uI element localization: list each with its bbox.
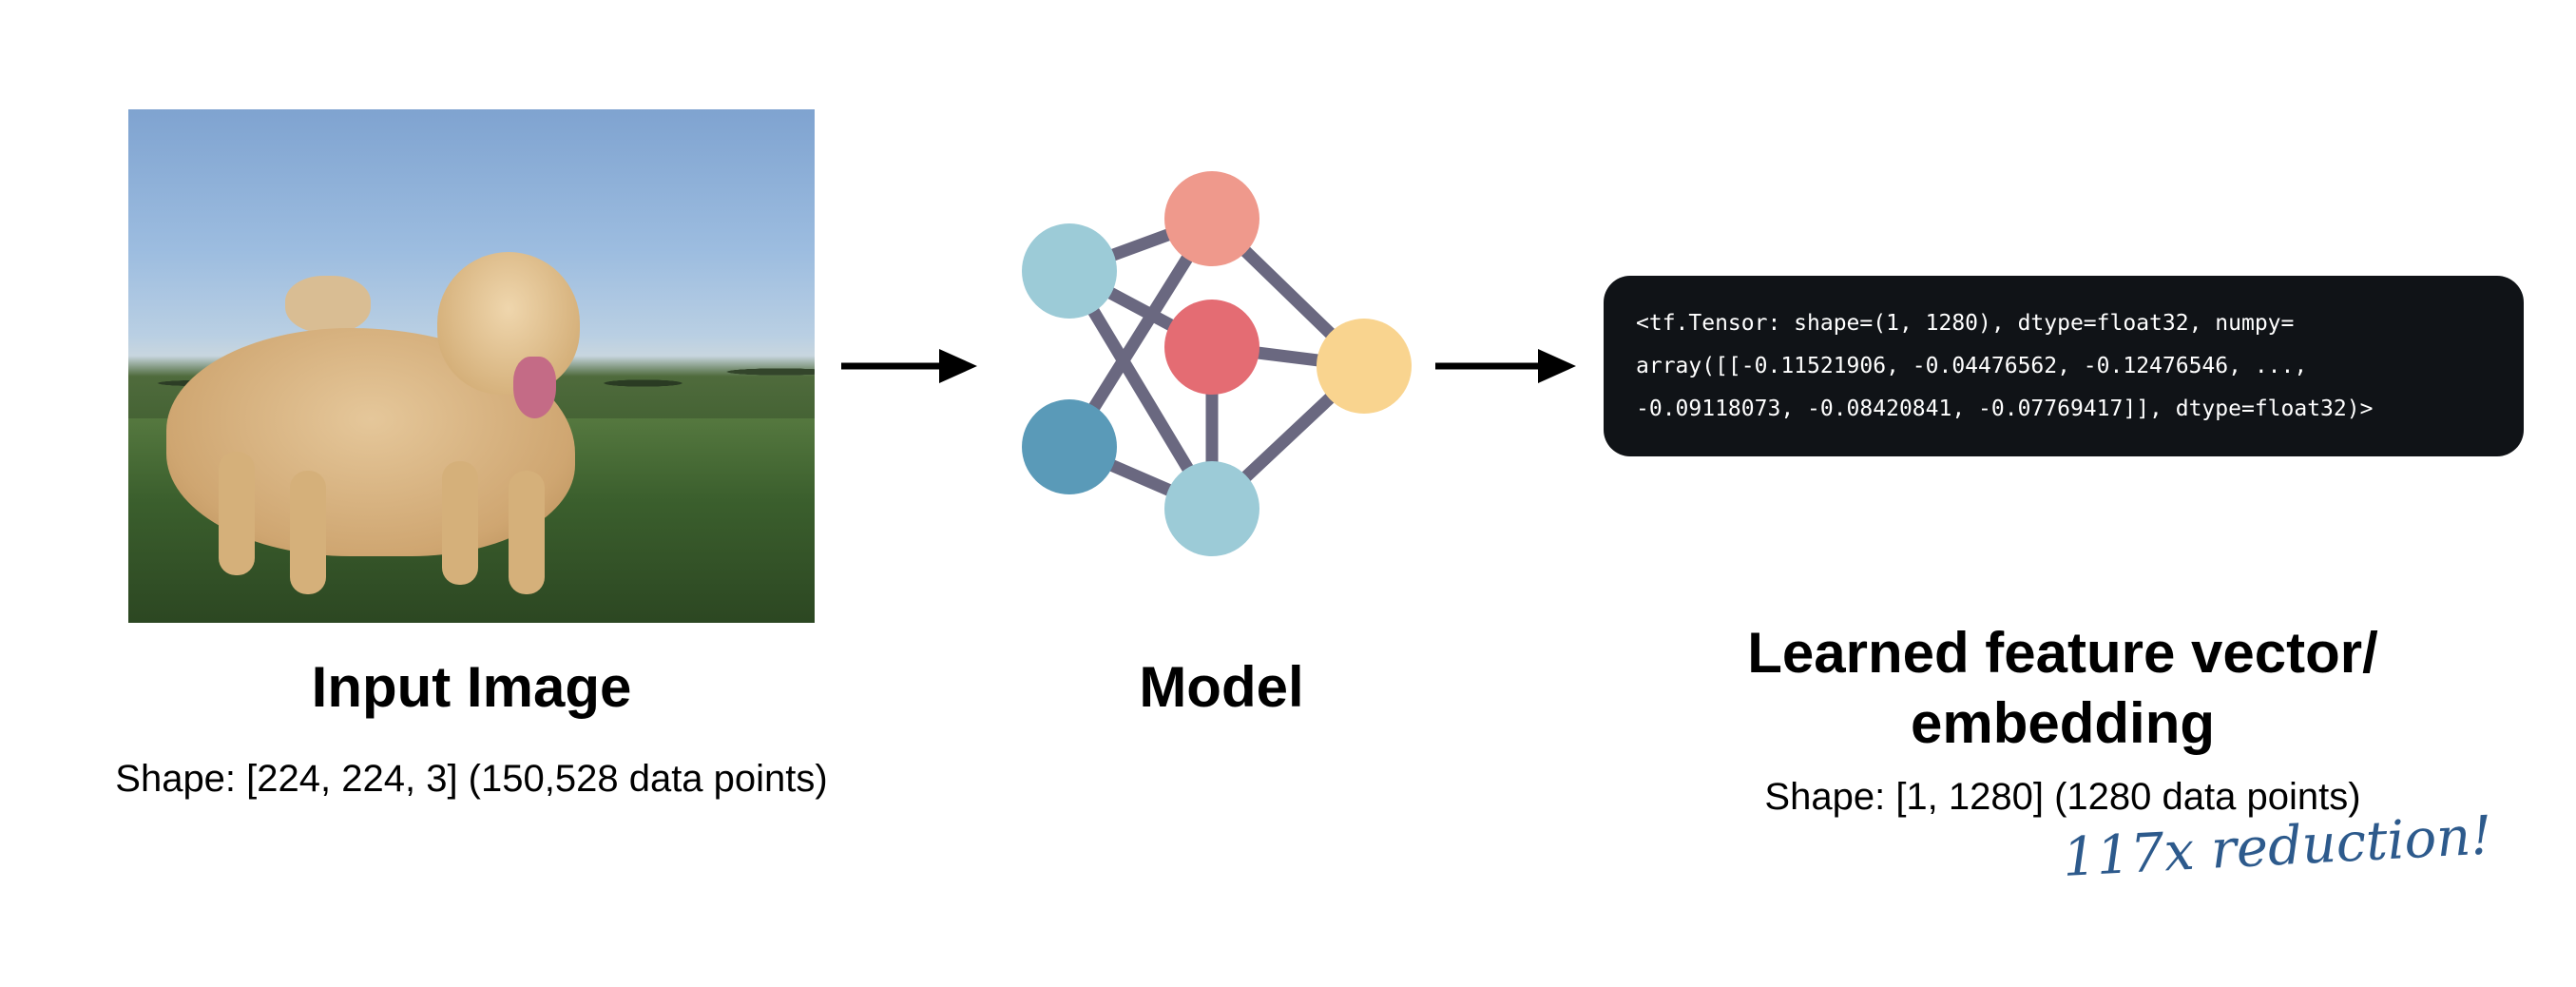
- network-node: [1022, 223, 1117, 319]
- network-node: [1022, 399, 1117, 494]
- embedding-shape: Shape: [1, 1280] (1280 data points): [1764, 776, 2361, 818]
- dog-leg: [219, 452, 255, 575]
- arrow-model-to-embedding: [1435, 349, 1576, 383]
- background-dog: [285, 276, 371, 333]
- tensor-output-box: <tf.Tensor: shape=(1, 1280), dtype=float…: [1604, 276, 2524, 456]
- tensor-line-2: array([[-0.11521906, -0.04476562, -0.124…: [1636, 354, 2308, 378]
- network-node: [1164, 171, 1259, 266]
- model-title: Model: [1139, 655, 1304, 719]
- dog-leg: [290, 471, 326, 594]
- dog-leg: [509, 471, 545, 594]
- input-image-title: Input Image: [311, 655, 632, 719]
- model-network-diagram: [1022, 171, 1412, 556]
- network-node: [1164, 300, 1259, 395]
- dog-leg: [442, 461, 478, 585]
- embedding-title-line-1: Learned feature vector/: [1747, 621, 2378, 685]
- embedding-title: Learned feature vector/ embedding: [1568, 618, 2557, 759]
- dog-head: [437, 252, 580, 395]
- arrow-input-to-model: [841, 349, 977, 383]
- network-node: [1164, 461, 1259, 556]
- tensor-line-1: <tf.Tensor: shape=(1, 1280), dtype=float…: [1636, 311, 2295, 336]
- tensor-line-3: -0.09118073, -0.08420841, -0.07769417]],…: [1636, 397, 2374, 421]
- dog-tongue: [513, 357, 556, 418]
- input-image-shape: Shape: [224, 224, 3] (150,528 data point…: [115, 758, 828, 800]
- input-image: [128, 109, 815, 623]
- network-node: [1317, 319, 1412, 414]
- embedding-title-line-2: embedding: [1910, 691, 2215, 755]
